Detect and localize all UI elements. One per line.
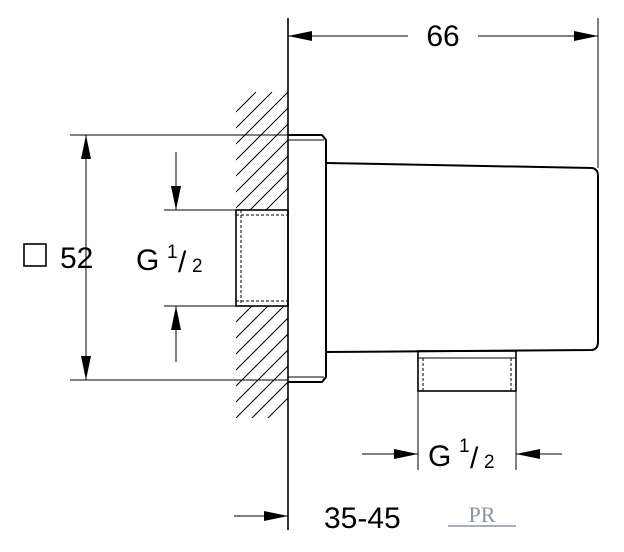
inlet-thread-prefix: G xyxy=(136,244,159,277)
dimension-35-45: 35-45 xyxy=(234,502,401,535)
dimension-52: 52 xyxy=(23,134,288,381)
inlet-thread-slash: / xyxy=(178,246,187,279)
outlet-thread-prefix: G xyxy=(428,440,451,473)
inlet-thread xyxy=(235,209,289,307)
inlet-thread-numerator: 1 xyxy=(167,242,178,263)
outlet-thread xyxy=(417,350,517,392)
outlet-thread-denominator: 2 xyxy=(484,452,495,473)
outlet-body xyxy=(325,162,599,353)
outlet-thread-numerator: 1 xyxy=(459,436,470,457)
dimension-66-label: 66 xyxy=(426,20,459,53)
outlet-thread-slash: / xyxy=(470,442,479,475)
wall-section-bottom xyxy=(236,306,288,418)
dimension-52-label: 52 xyxy=(60,242,93,275)
dimension-35-45-label: 35-45 xyxy=(324,502,401,535)
wall-section-top xyxy=(236,92,288,210)
brand-logo-text: PR xyxy=(469,502,496,527)
brand-logo: PR xyxy=(448,502,516,527)
square-icon xyxy=(23,243,47,267)
dimension-66: 66 xyxy=(288,18,599,168)
dimension-inlet-thread: G 1 / 2 xyxy=(136,152,236,362)
wall-plate xyxy=(288,134,327,383)
dimension-outlet-thread: G 1 / 2 xyxy=(362,391,562,475)
inlet-thread-denominator: 2 xyxy=(192,256,203,277)
